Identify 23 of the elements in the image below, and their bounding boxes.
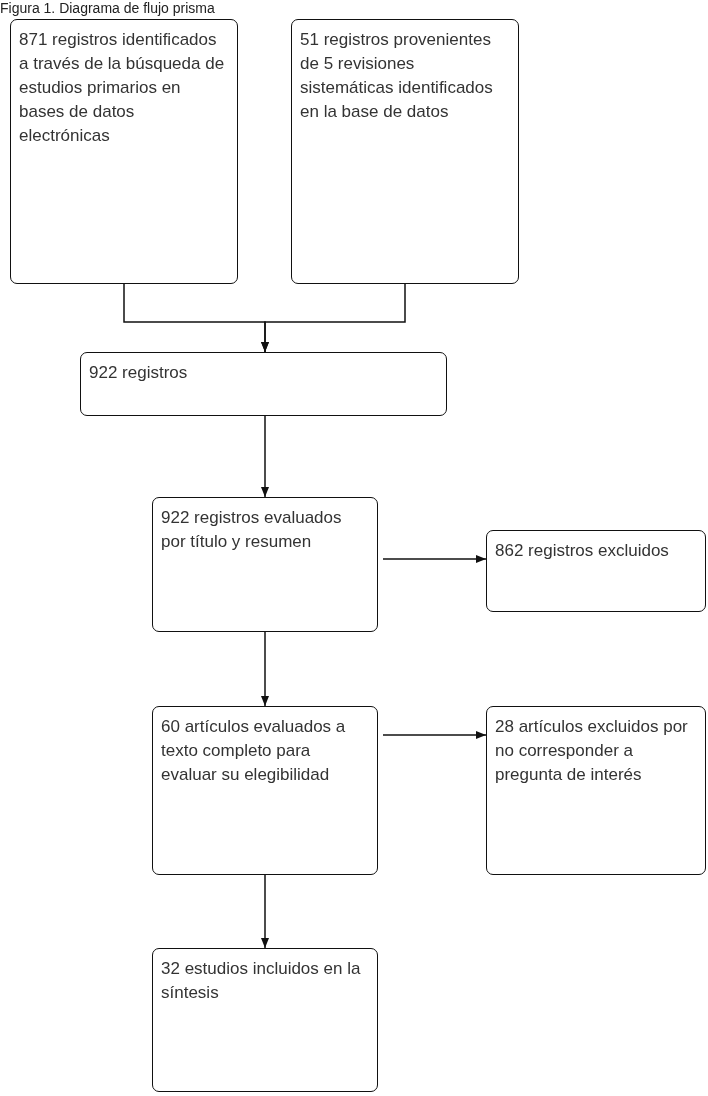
process-box	[152, 497, 378, 632]
figure-title: Figura 1. Diagrama de flujo prisma	[0, 0, 215, 16]
process-box	[291, 19, 519, 284]
box-text: 28 artículos excluidos por no corresponder a pregunta de interés	[495, 716, 689, 786]
process-box	[80, 352, 447, 416]
box-text: 922 registros	[89, 362, 189, 384]
box-text: 922 registros evaluados por título y resumen	[161, 507, 343, 553]
process-box	[486, 530, 706, 612]
arrow	[260, 631, 270, 707]
box-text: 862 registros excluidos	[495, 540, 670, 562]
box-text: 51 registros provenientes de 5 revisiones sistemáticas identificados en la base de datos	[300, 29, 494, 123]
arrow	[260, 415, 270, 498]
arrow	[260, 283, 406, 353]
box-text: 60 artículos evaluados a texto completo para evaluar su elegibilidad	[161, 716, 347, 786]
arrow	[382, 730, 487, 740]
process-box	[152, 948, 378, 1092]
arrow	[260, 874, 270, 949]
process-box	[152, 706, 378, 875]
process-box	[486, 706, 706, 875]
process-box	[10, 19, 238, 284]
arrow	[382, 554, 487, 564]
box-text: 871 registros identificados a través de la búsqueda de estudios primarios en bases de datos electrónicas	[19, 29, 226, 147]
box-text: 32 estudios incluidos en la síntesis	[161, 958, 362, 1004]
